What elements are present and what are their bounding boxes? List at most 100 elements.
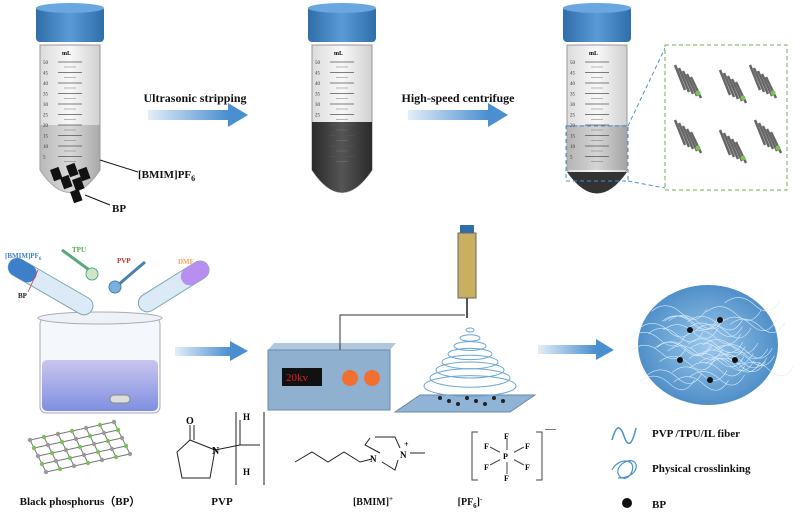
test-tube-il xyxy=(7,257,94,316)
pvp-n: N xyxy=(212,446,220,457)
mix-dmf-label: DMF xyxy=(178,258,194,266)
tube-scale-label: 30 xyxy=(315,103,321,108)
tube-scale-label: 30 xyxy=(43,103,49,108)
spoon-tpu xyxy=(61,248,93,274)
syringe xyxy=(457,225,477,318)
tube-scale-label: 40 xyxy=(43,82,49,87)
tube-scale-label: 20 xyxy=(570,124,576,129)
pf6-f: F xyxy=(484,442,489,451)
crosslink-tangle-icon xyxy=(611,460,637,479)
bmim-structure xyxy=(294,436,425,471)
collector-plate xyxy=(393,394,537,413)
tube-scale-label: 40 xyxy=(315,82,321,87)
legend-crosslink-label: Physical crosslinking xyxy=(652,463,751,475)
arrow-to-fiber xyxy=(538,339,614,360)
fiber-jet-spiral xyxy=(423,327,517,406)
tube-scale-label: 35 xyxy=(315,93,321,98)
mix-il-label: [BMIM]PF6 xyxy=(5,252,42,262)
pvp-label: PVP xyxy=(211,496,233,508)
pvp-structure xyxy=(176,412,265,485)
bmim-n1: N xyxy=(370,454,377,464)
bp-nanosheet-zoom-box xyxy=(664,44,788,191)
high-voltage-supply xyxy=(267,343,396,411)
mix-tpu-label: TPU xyxy=(72,246,86,254)
bp-dot xyxy=(687,327,693,333)
knob-1 xyxy=(342,370,358,386)
bp-dot xyxy=(717,317,723,323)
black-dot-icon xyxy=(622,498,632,508)
tube-scale-label: 15 xyxy=(43,135,49,140)
tube-scale-label: 10 xyxy=(570,145,576,150)
centrifuge-tube-2: mL 50 45 40 35 30 25 20 15 10 5 xyxy=(308,3,376,193)
bp-dot xyxy=(707,377,713,383)
voltage-display: 20kv xyxy=(286,372,309,384)
ionic-liquid-label: [BMIM]PF6 xyxy=(138,169,195,183)
pf6-charge: — xyxy=(544,423,557,435)
tube-scale-label: 50 xyxy=(570,61,576,66)
fiber-mat xyxy=(638,285,778,405)
bp-label: BP xyxy=(112,203,126,215)
bp-flake xyxy=(78,166,91,182)
fiber-curve-icon xyxy=(611,427,637,445)
knob-2 xyxy=(364,370,380,386)
pf6-f: F xyxy=(504,432,509,441)
bp-dot xyxy=(677,357,683,363)
tube-scale-label: 10 xyxy=(43,145,49,150)
tube-scale-label: 35 xyxy=(43,93,49,98)
tube-scale-label: 45 xyxy=(315,72,321,77)
pvp-h2: H xyxy=(243,467,250,477)
tube-scale-label: 5 xyxy=(570,156,573,161)
tube-scale-label: 15 xyxy=(315,135,321,140)
bp-flake xyxy=(65,162,79,178)
tube-scale-label: 35 xyxy=(570,93,576,98)
tube-scale-label: 30 xyxy=(570,103,576,108)
bmim-label: [BMIM]+ xyxy=(353,495,393,508)
tube-scale-label: 45 xyxy=(570,72,576,77)
pf6-f: F xyxy=(525,442,530,451)
bp-flake xyxy=(50,166,63,182)
tube-unit: mL xyxy=(334,51,343,57)
pf6-atoms: P F F F F F F xyxy=(484,432,530,483)
tube-unit: mL xyxy=(589,51,598,57)
tube-scale-label: 5 xyxy=(315,156,318,161)
pf6-label: [PF6]- xyxy=(458,495,483,510)
arrow-to-electrospin xyxy=(175,341,248,361)
tube-scale-label: 10 xyxy=(315,145,321,150)
tube-scale-label: 40 xyxy=(570,82,576,87)
bp-flake xyxy=(72,176,85,192)
bp-nanosheets xyxy=(673,64,783,164)
pvp-h1: H xyxy=(243,412,250,422)
mix-pvp-label: PVP xyxy=(117,257,131,265)
legend-fiber-label: PVP /TPU/IL fiber xyxy=(652,428,740,440)
tube-scale-label: 15 xyxy=(570,135,576,140)
arrow-ultrasonic xyxy=(148,103,248,127)
bmim-n2: N xyxy=(400,450,407,460)
pvp-o: O xyxy=(186,416,194,427)
tube-scale-label: 50 xyxy=(315,61,321,66)
tube-scale-label: 25 xyxy=(43,114,49,119)
pf6-p: P xyxy=(503,452,508,461)
pf6-f: F xyxy=(504,474,509,483)
bp-structure-label: Black phosphorus（BP） xyxy=(20,495,141,508)
legend-bp-label: BP xyxy=(652,499,666,511)
tube-unit: mL xyxy=(62,51,71,57)
bp-lattice-structure xyxy=(27,419,133,475)
spoon-pvp xyxy=(117,260,146,287)
bp-flake xyxy=(69,188,83,204)
tube-scale-label: 25 xyxy=(315,114,321,119)
arrow-centrifuge xyxy=(408,103,508,127)
tube-scale-label: 20 xyxy=(315,124,321,129)
bmim-plus: + xyxy=(404,440,409,449)
tube-scale-label: 20 xyxy=(43,124,49,129)
tube-scale-label: 45 xyxy=(43,72,49,77)
step1-label: Ultrasonic stripping xyxy=(143,91,246,105)
bp-dot xyxy=(732,357,738,363)
legend: PVP /TPU/IL fiber Physical crosslinking … xyxy=(611,427,751,511)
test-tube-dmf xyxy=(137,260,210,313)
mix-bp-label: BP xyxy=(18,292,28,300)
step2-label: High-speed centrifuge xyxy=(402,91,516,105)
